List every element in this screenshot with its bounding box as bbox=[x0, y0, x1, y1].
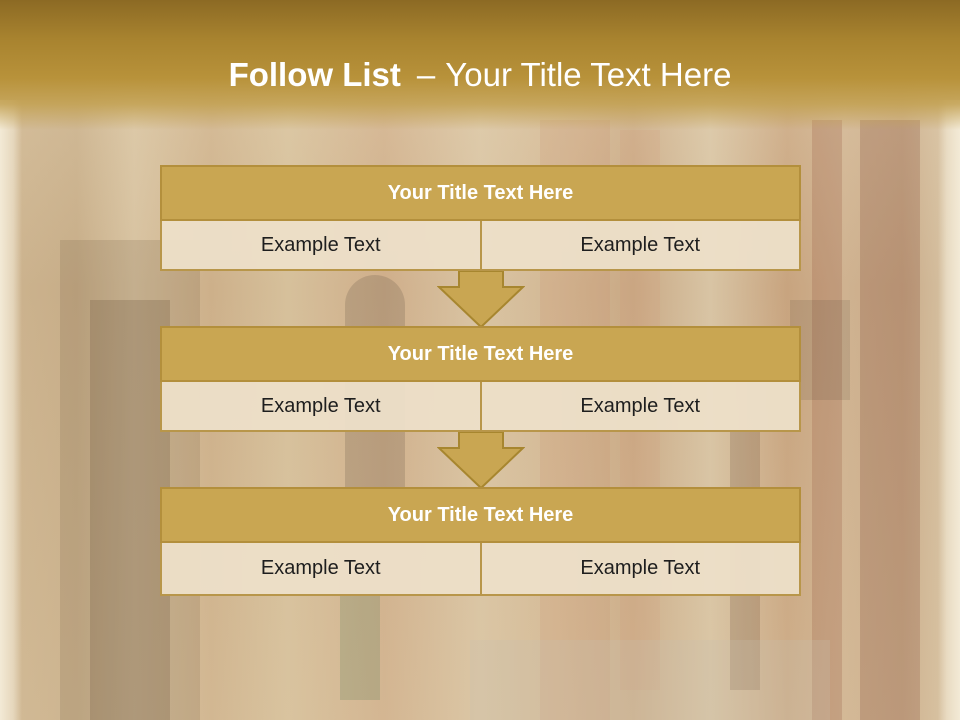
frame-edge-left bbox=[0, 100, 22, 720]
step-cell-left[interactable]: Example Text bbox=[160, 382, 482, 432]
header-band bbox=[0, 0, 960, 130]
title-separator: – bbox=[416, 56, 436, 93]
slide-title[interactable]: Follow List–Your Title Text Here bbox=[0, 52, 960, 98]
step-box-3: Your Title Text Here Example Text Exampl… bbox=[160, 487, 801, 596]
step-cell-left[interactable]: Example Text bbox=[160, 221, 482, 271]
step-row: Example Text Example Text bbox=[160, 221, 801, 271]
step-box-1: Your Title Text Here Example Text Exampl… bbox=[160, 165, 801, 271]
frame-edge-right bbox=[938, 100, 960, 720]
step-title[interactable]: Your Title Text Here bbox=[160, 326, 801, 382]
step-title[interactable]: Your Title Text Here bbox=[160, 165, 801, 221]
step-cell-right[interactable]: Example Text bbox=[481, 382, 801, 432]
down-arrow-icon bbox=[437, 432, 525, 490]
down-arrow-icon bbox=[437, 271, 525, 329]
step-cell-right[interactable]: Example Text bbox=[481, 221, 801, 271]
step-title[interactable]: Your Title Text Here bbox=[160, 487, 801, 543]
step-cell-right[interactable]: Example Text bbox=[481, 543, 801, 596]
step-row: Example Text Example Text bbox=[160, 543, 801, 596]
step-box-2: Your Title Text Here Example Text Exampl… bbox=[160, 326, 801, 432]
title-rest: Your Title Text Here bbox=[445, 56, 732, 93]
step-cell-left[interactable]: Example Text bbox=[160, 543, 482, 596]
step-row: Example Text Example Text bbox=[160, 382, 801, 432]
title-bold-part: Follow List bbox=[228, 56, 401, 93]
